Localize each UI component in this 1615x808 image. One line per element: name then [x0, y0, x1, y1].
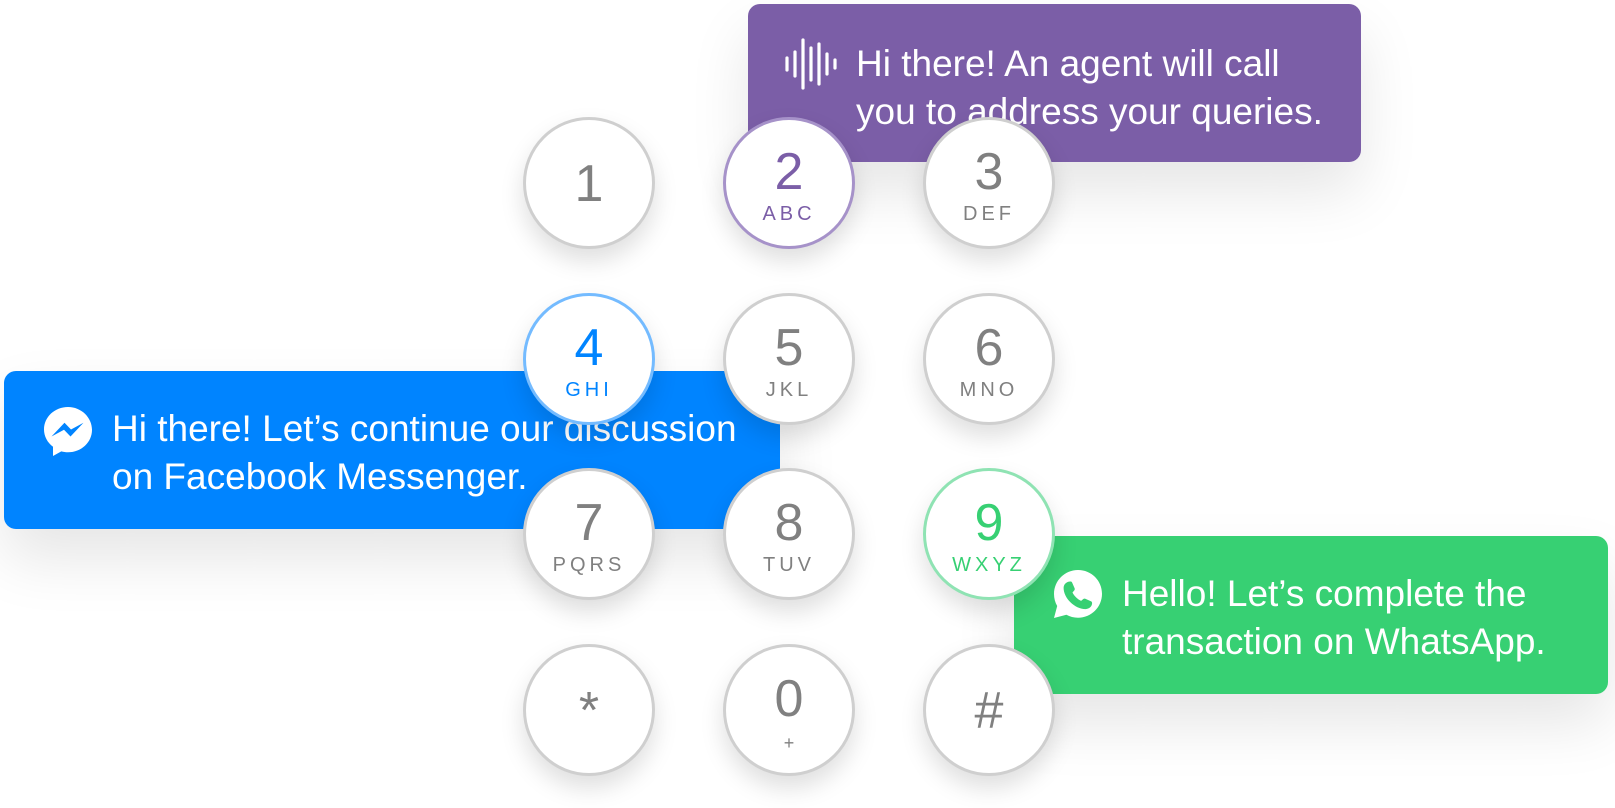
key-letters: GHI — [565, 379, 613, 401]
voice-bubble-line-1: Hi there! An agent will call — [856, 43, 1280, 84]
key-letters: + — [783, 733, 795, 753]
key-digit: # — [974, 682, 1004, 740]
keypad-key-5[interactable]: 5 JKL — [723, 293, 855, 425]
keypad-key-0[interactable]: 0 + — [723, 644, 855, 776]
whatsapp-bubble-line-1: Hello! Let’s complete the — [1122, 573, 1527, 614]
key-digit: 8 — [774, 494, 804, 552]
keypad-key-7[interactable]: 7 PQRS — [523, 468, 655, 600]
key-digit: 7 — [574, 494, 604, 552]
key-letters: MNO — [959, 379, 1019, 401]
soundwave-icon — [785, 38, 837, 90]
key-digit: 6 — [974, 319, 1004, 377]
keypad-key-1[interactable]: 1 — [523, 117, 655, 249]
keypad-key-6[interactable]: 6 MNO — [923, 293, 1055, 425]
key-letters: WXYZ — [952, 554, 1026, 576]
keypad-key-4[interactable]: 4 GHI — [523, 293, 655, 425]
keypad-key-star[interactable]: * — [523, 644, 655, 776]
voice-call-bubble: Hi there! An agent will call you to addr… — [748, 4, 1361, 162]
voice-bubble-line-2: you to address your queries. — [856, 91, 1323, 132]
key-letters: JKL — [765, 379, 813, 401]
whatsapp-bubble: Hello! Let’s complete the transaction on… — [1014, 536, 1608, 694]
keypad-key-8[interactable]: 8 TUV — [723, 468, 855, 600]
key-digit: * — [578, 682, 600, 740]
key-digit: 4 — [574, 319, 604, 377]
whatsapp-icon — [1054, 570, 1102, 618]
key-letters: TUV — [763, 554, 815, 576]
voice-bubble-message: Hi there! An agent will call you to addr… — [856, 40, 1346, 136]
keypad-key-3[interactable]: 3 DEF — [923, 117, 1055, 249]
key-digit: 2 — [774, 143, 804, 201]
messenger-bubble-message: Hi there! Let’s continue our discussion … — [112, 405, 762, 501]
key-letters: PQRS — [552, 554, 626, 576]
key-digit: 9 — [974, 494, 1004, 552]
messenger-bubble-line-1: Hi there! Let’s continue our discussion — [112, 408, 737, 449]
messenger-bubble: Hi there! Let’s continue our discussion … — [4, 371, 780, 529]
messenger-bubble-line-2: on Facebook Messenger. — [112, 456, 528, 497]
whatsapp-bubble-line-2: transaction on WhatsApp. — [1122, 621, 1546, 662]
keypad-key-9[interactable]: 9 WXYZ — [923, 468, 1055, 600]
key-digit: 1 — [574, 155, 604, 213]
key-digit: 5 — [774, 319, 804, 377]
messenger-icon — [44, 407, 92, 456]
keypad-key-hash[interactable]: # — [923, 644, 1055, 776]
key-letters: DEF — [963, 203, 1015, 225]
key-digit: 0 — [774, 670, 804, 728]
keypad-key-2[interactable]: 2 ABC — [723, 117, 855, 249]
whatsapp-bubble-message: Hello! Let’s complete the transaction on… — [1122, 570, 1592, 666]
key-digit: 3 — [974, 143, 1004, 201]
key-letters: ABC — [762, 203, 816, 225]
